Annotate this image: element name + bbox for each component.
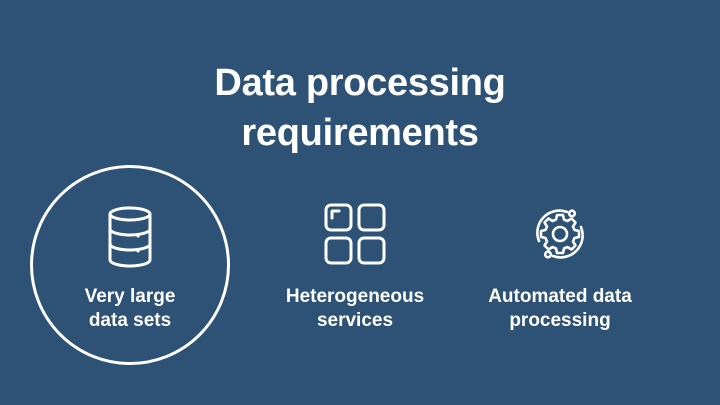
label-line-1: Heterogeneous [285,286,425,307]
slide-title: Data processing requirements [0,58,720,158]
gear-cycle-icon [536,209,584,259]
label-line-1: Automated data [488,286,632,307]
requirement-item-large-data: Very large data sets [30,165,230,365]
highlight-ring [30,165,230,365]
title-line-2: requirements [241,112,479,154]
label-line-2: data sets [88,310,172,331]
label-line-1: Very large [84,286,176,307]
grid-apps-icon [324,203,386,265]
requirement-label: Very large data sets [30,285,230,333]
database-icon [108,206,152,268]
requirement-label: Heterogeneous services [255,285,455,333]
requirement-item-automated: Automated data processing [460,165,660,365]
requirement-item-heterogeneous: Heterogeneous services [255,165,455,365]
label-line-2: services [316,310,394,331]
title-line-1: Data processing [214,62,506,104]
requirement-label: Automated data processing [460,285,660,333]
label-line-2: processing [509,310,611,331]
